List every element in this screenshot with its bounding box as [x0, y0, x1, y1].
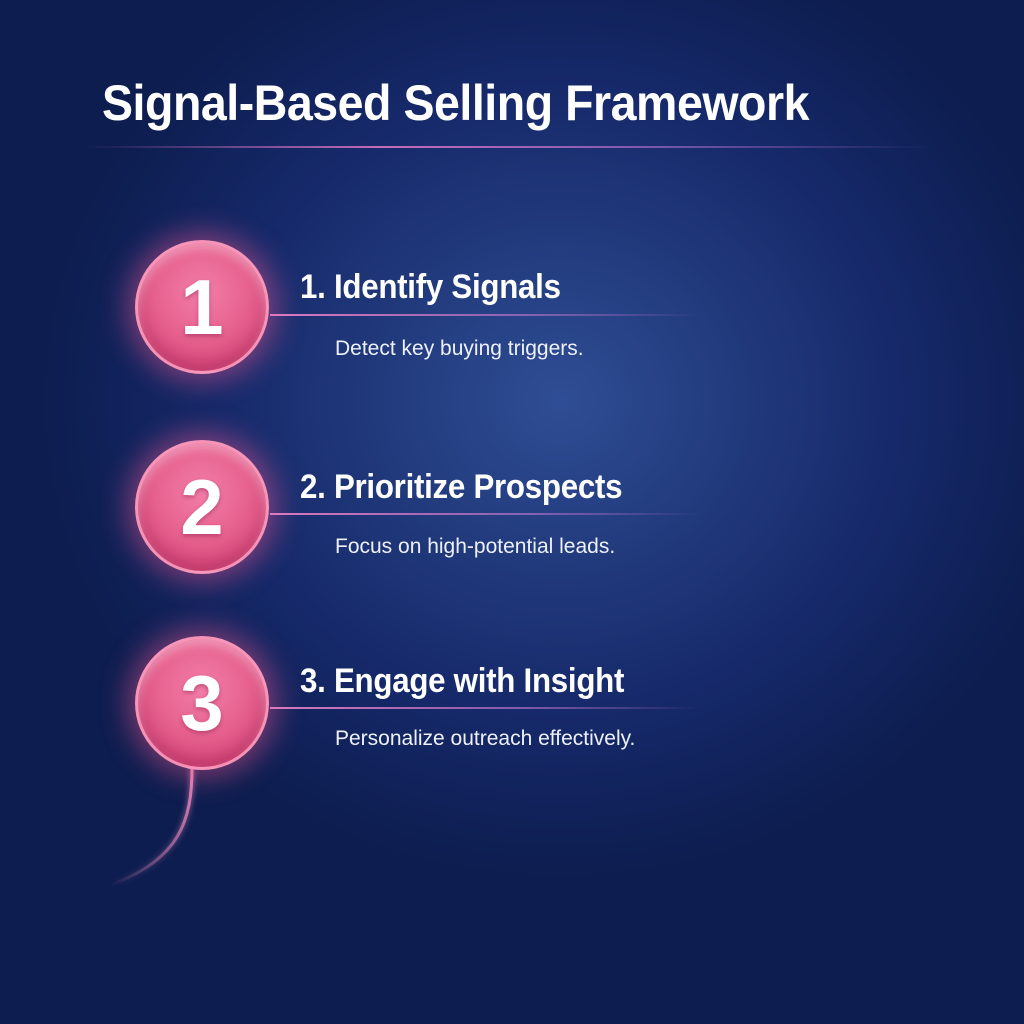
step-description: Detect key buying triggers. [335, 337, 584, 360]
step-description: Personalize outreach effectively. [335, 727, 636, 750]
step-number: 1 [180, 263, 224, 351]
step-title: 3. Engage with Insight [300, 662, 625, 700]
step-divider [270, 314, 700, 316]
step-number: 2 [180, 463, 224, 551]
step-number-badge: 3 [135, 636, 269, 770]
step-title: 1. Identify Signals [300, 268, 561, 306]
step-description: Focus on high-potential leads. [335, 535, 616, 558]
title-divider [85, 146, 930, 148]
step-title: 2. Prioritize Prospects [300, 468, 623, 506]
step-divider [270, 707, 700, 709]
step-number-badge: 1 [135, 240, 269, 374]
page-title: Signal-Based Selling Framework [102, 75, 810, 131]
step-divider [270, 513, 700, 515]
step-number-badge: 2 [135, 440, 269, 574]
step-number: 3 [180, 659, 224, 747]
